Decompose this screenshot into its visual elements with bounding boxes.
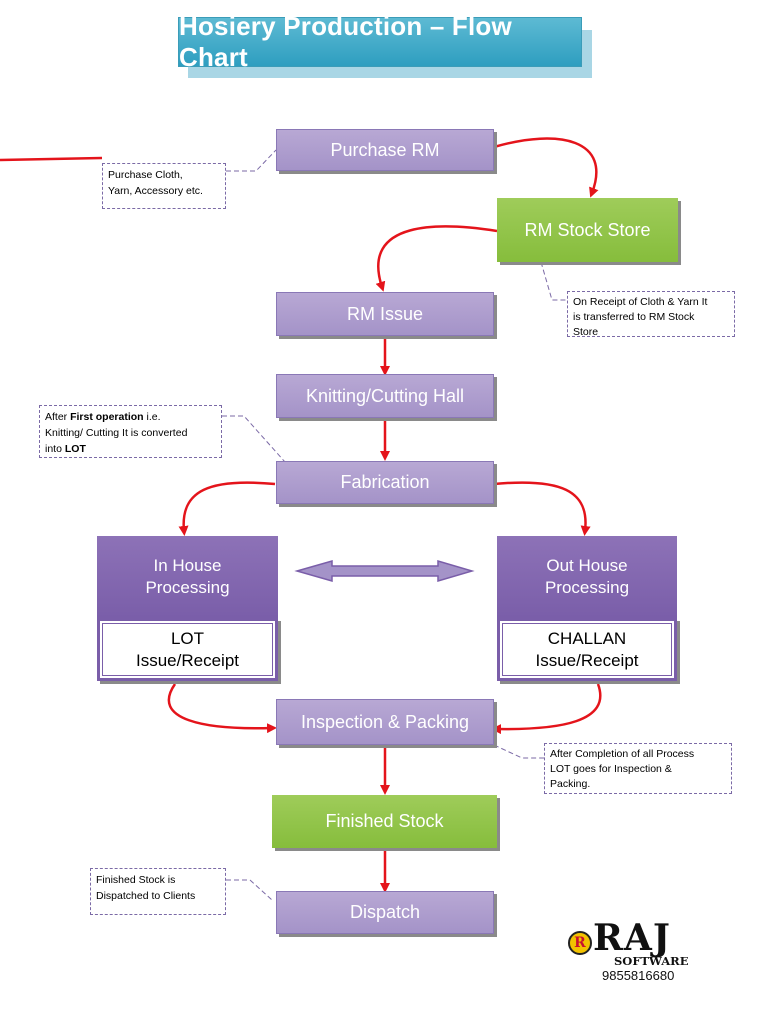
- note-lot-text: into: [45, 443, 65, 455]
- node-purchase-rm: Purchase RM: [276, 129, 494, 171]
- left-red-line: [0, 156, 103, 162]
- node-dispatch: Dispatch: [276, 891, 494, 934]
- in-house-line2: Processing: [145, 578, 230, 597]
- note-receipt-line: On Receipt of Cloth & Yarn It: [573, 296, 708, 308]
- note-dispatch: Finished Stock is Dispatched to Clients: [90, 868, 226, 915]
- arrow-fabrication-to-outhouse: [493, 481, 591, 536]
- out-house-line1: Out House: [546, 556, 628, 575]
- leader-purchase-note: [226, 149, 277, 172]
- logo-name: RAJ: [593, 917, 671, 959]
- node-rm-stock-store: RM Stock Store: [497, 198, 678, 262]
- logo-subtitle: SOFTWARE: [614, 954, 689, 968]
- page-title: Hosiery Production – Flow Chart: [178, 11, 582, 72]
- node-rm-issue: RM Issue: [276, 292, 494, 336]
- note-completion: After Completion of all Process LOT goes…: [544, 743, 732, 794]
- note-receipt-line: Store: [573, 326, 599, 338]
- note-lot-line: into LOT: [45, 441, 216, 457]
- note-lot-bold: LOT: [64, 443, 86, 455]
- note-lot-text: After: [45, 411, 71, 423]
- node-challan-issue-receipt: CHALLAN Issue/Receipt: [497, 618, 677, 681]
- leader-receipt-note: [540, 261, 567, 301]
- note-lot-text: i.e.: [143, 411, 161, 423]
- challan-line1: CHALLAN: [547, 628, 627, 648]
- logo-phone: 9855816680: [602, 968, 675, 983]
- arrow-purchase-to-store: [493, 137, 599, 198]
- node-in-house-processing: In House Processing: [97, 536, 278, 618]
- node-out-house-processing: Out House Processing: [497, 536, 677, 618]
- out-house-line2: Processing: [544, 578, 630, 597]
- leader-completion-note: [493, 744, 544, 759]
- lot-line2: Issue/Receipt: [136, 650, 239, 670]
- node-finished-stock: Finished Stock: [272, 795, 497, 848]
- note-lot: After First operation i.e. Knitting/ Cut…: [39, 405, 222, 458]
- arrow-lot-to-inspection: [167, 683, 277, 734]
- node-knitting-cutting-hall: Knitting/Cutting Hall: [276, 374, 494, 418]
- node-fabrication: Fabrication: [276, 461, 494, 504]
- in-house-line1: In House: [153, 556, 222, 575]
- note-lot-line: Knitting/ Cutting It is converted: [45, 427, 188, 439]
- note-dispatch-line: Finished Stock is: [96, 874, 176, 886]
- logo-r-mark: R: [568, 931, 592, 955]
- note-completion-line: After Completion of all Process: [550, 748, 695, 760]
- arrow-challan-to-inspection: [491, 683, 602, 735]
- challan-line2: Issue/Receipt: [535, 650, 639, 670]
- arrow-fabrication-to-inhouse: [178, 481, 276, 536]
- note-completion-line: LOT goes for Inspection &: [550, 763, 672, 775]
- note-lot-bold: First operation: [70, 411, 144, 423]
- note-receipt: On Receipt of Cloth & Yarn It is transfe…: [567, 291, 735, 338]
- note-purchase-line: Yarn, Accessory etc.: [108, 185, 203, 197]
- note-receipt-line: is transferred to RM Stock: [573, 311, 695, 323]
- note-purchase: Purchase Cloth, Yarn, Accessory etc.: [102, 163, 226, 209]
- double-headed-arrow: [294, 559, 475, 583]
- note-completion-line: Packing.: [550, 778, 591, 790]
- leader-dispatch-note: [226, 879, 273, 901]
- arrow-store-to-issue: [375, 225, 498, 292]
- leader-lot-note: [222, 415, 286, 463]
- node-inspection-packing: Inspection & Packing: [276, 699, 494, 745]
- note-purchase-line: Purchase Cloth,: [108, 169, 183, 181]
- note-dispatch-line: Dispatched to Clients: [96, 890, 196, 902]
- note-lot-line: After First operation i.e.: [45, 409, 216, 425]
- lot-line1: LOT: [170, 628, 205, 648]
- node-lot-issue-receipt: LOT Issue/Receipt: [97, 618, 278, 681]
